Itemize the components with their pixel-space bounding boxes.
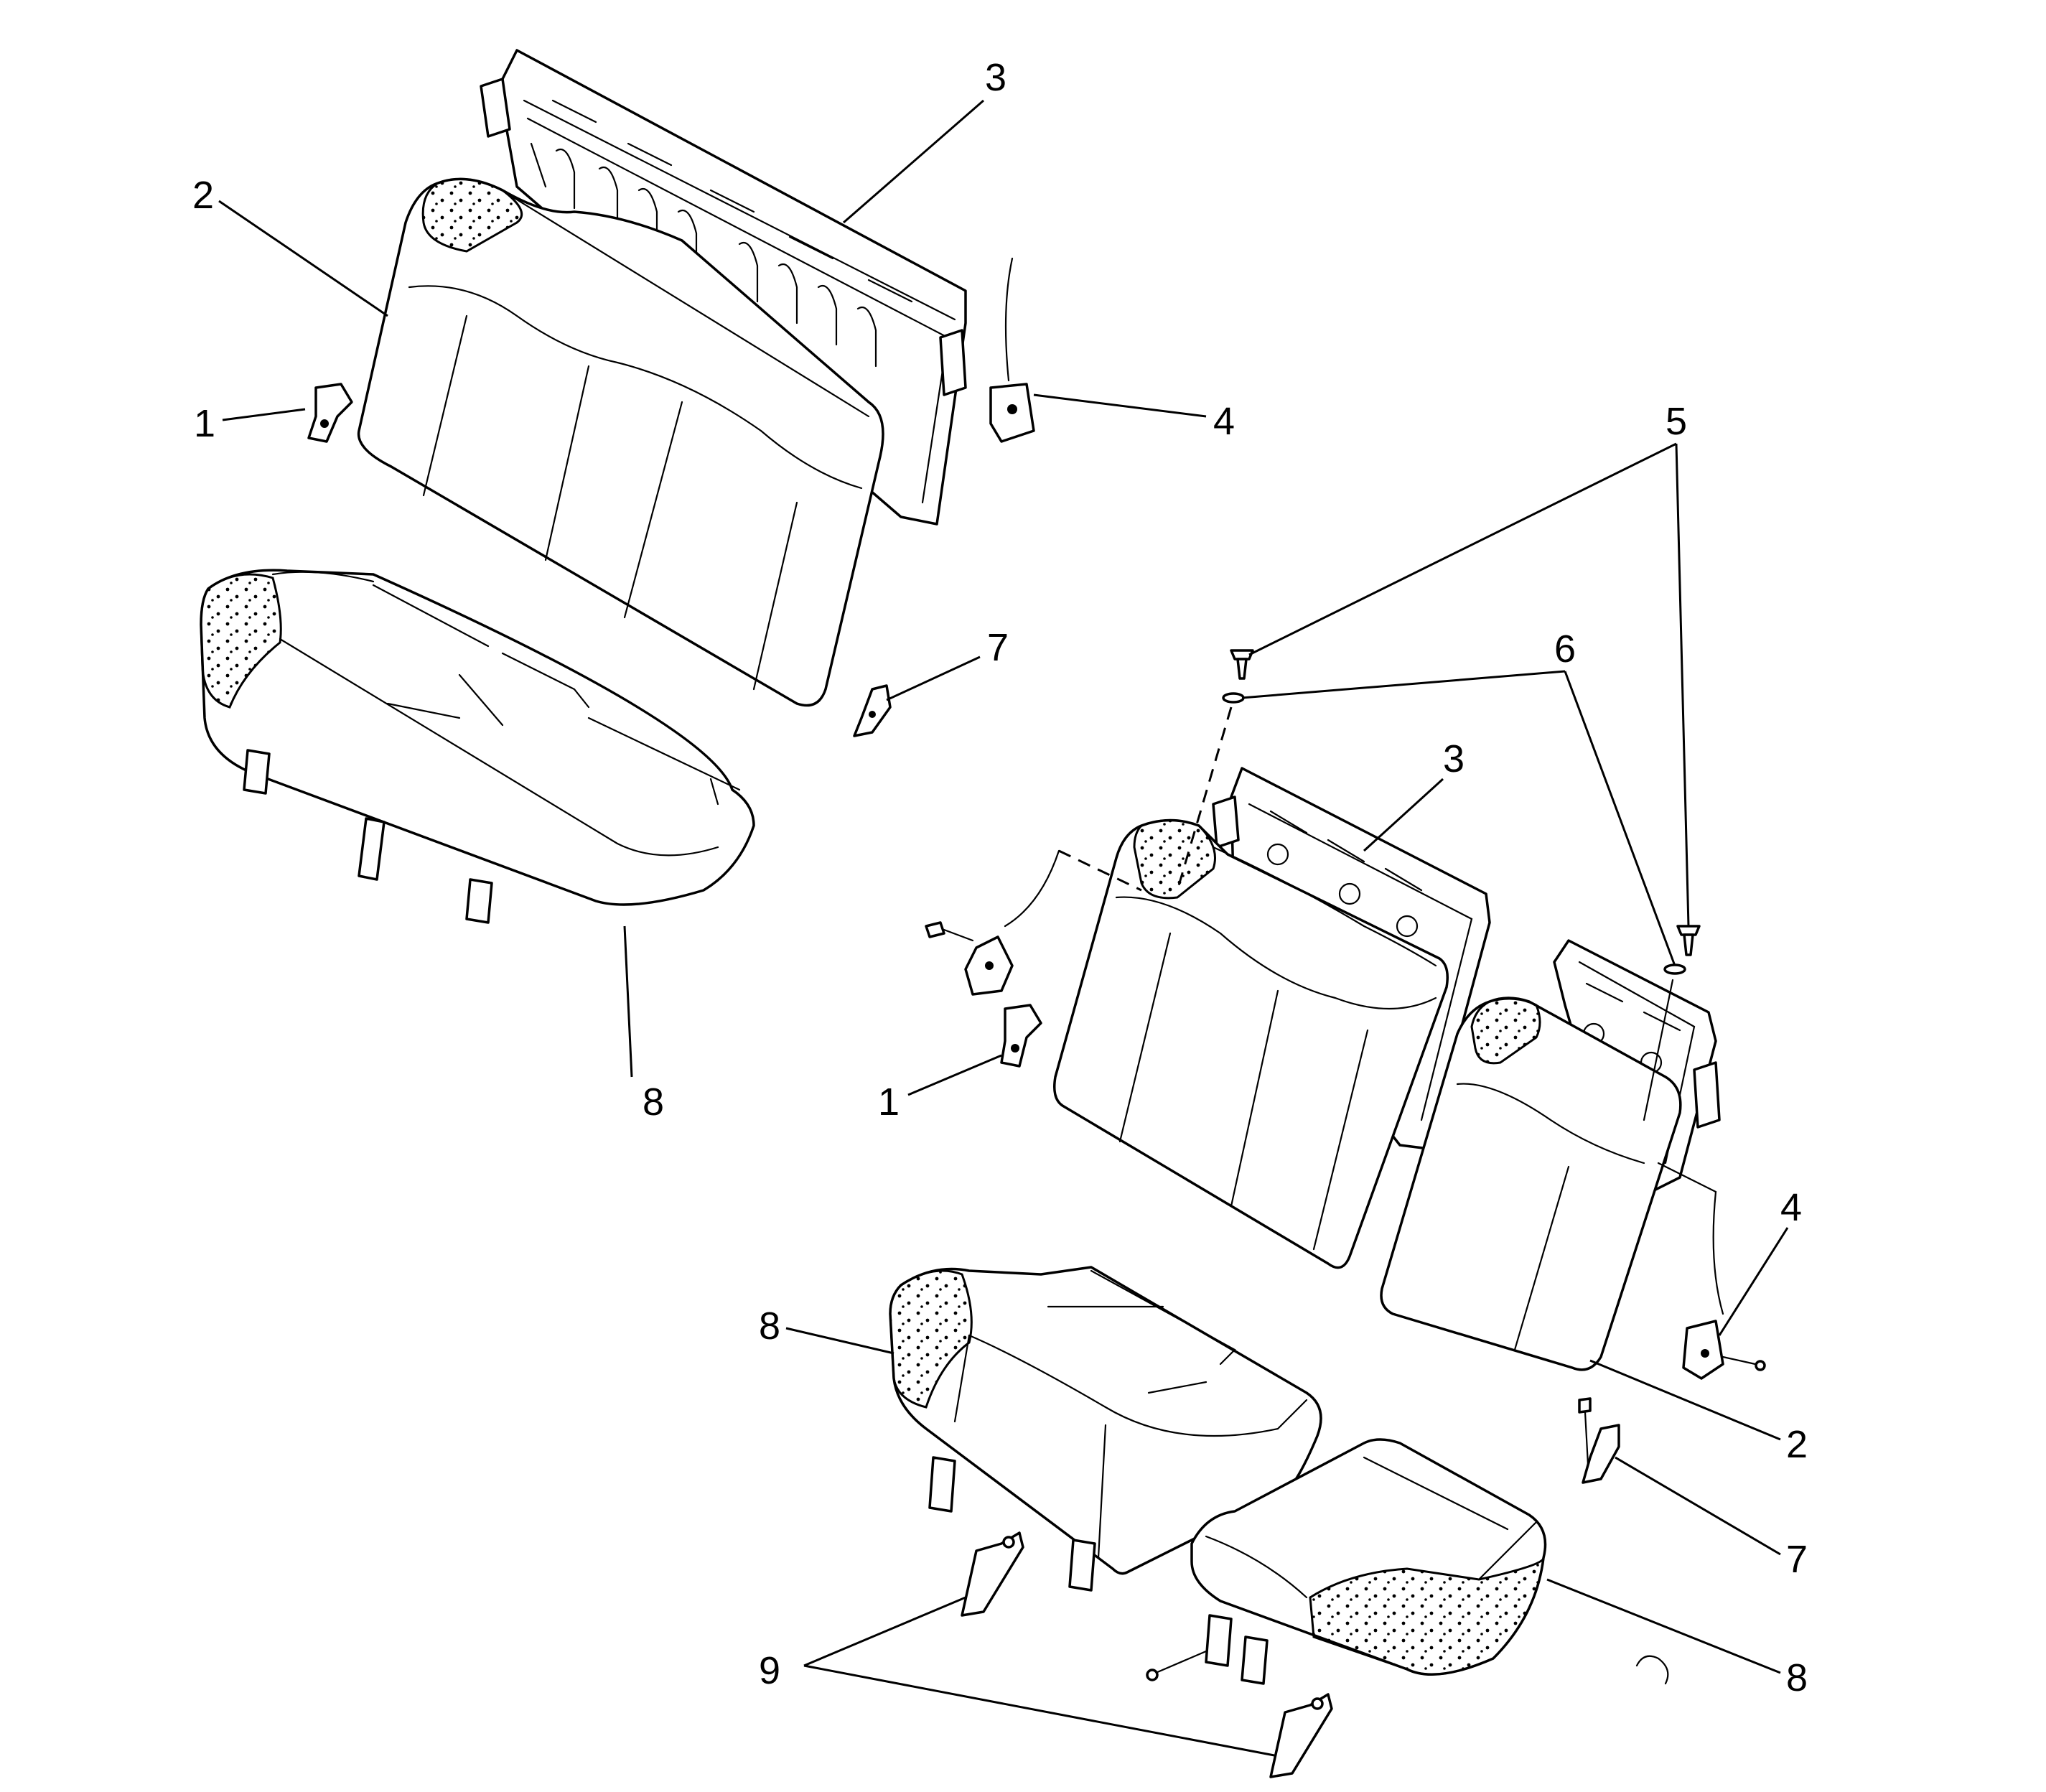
callout-5: 5 xyxy=(1666,400,1687,443)
callout-8-left: 8 xyxy=(643,1081,664,1124)
washer-upper xyxy=(1222,692,1245,704)
callouts: 1 2 3 4 5 6 7 8 3 1 4 8 2 7 8 9 xyxy=(192,56,1808,1699)
callout-8-right-large: 8 xyxy=(759,1305,780,1348)
seat-cushion-right-small xyxy=(1146,1438,1547,1685)
pin-upper xyxy=(1230,649,1254,680)
callout-7-left: 7 xyxy=(987,626,1009,669)
callout-4-left: 4 xyxy=(1213,400,1235,443)
seat-lever-lower xyxy=(1269,1693,1333,1778)
latch-bracket-right xyxy=(1000,1004,1042,1068)
callout-3-left: 3 xyxy=(985,56,1006,99)
callout-7-right: 7 xyxy=(1786,1538,1808,1581)
leader-lines xyxy=(218,99,1789,1757)
latch-cable-left xyxy=(989,257,1035,443)
seat-cushion-left xyxy=(200,569,755,924)
small-hook xyxy=(1635,1655,1669,1685)
seatback-cushion-left xyxy=(357,177,884,707)
latch-cable-right-left xyxy=(925,849,1142,996)
callout-9: 9 xyxy=(759,1649,780,1692)
callout-2-left: 2 xyxy=(192,174,214,217)
pin-path-upper xyxy=(1176,706,1233,891)
callout-8-right-small: 8 xyxy=(1786,1656,1808,1699)
seat-lever-upper xyxy=(961,1531,1024,1617)
bracket-7-right xyxy=(1578,1397,1620,1484)
callout-3-right: 3 xyxy=(1443,737,1465,780)
pin-lower xyxy=(1676,925,1701,956)
callout-4-right: 4 xyxy=(1780,1186,1802,1229)
washer-lower xyxy=(1663,963,1686,975)
seatback-cushion-right-large xyxy=(1053,818,1449,1269)
bracket-7-left xyxy=(853,684,892,737)
callout-1-right: 1 xyxy=(878,1081,900,1124)
seatback-cushion-right-small xyxy=(1380,997,1682,1371)
latch-cable-right-right xyxy=(1657,1162,1766,1380)
callout-6: 6 xyxy=(1554,627,1576,671)
rod-lower xyxy=(1643,979,1674,1121)
callout-1-left: 1 xyxy=(194,402,215,445)
latch-bracket-left xyxy=(307,383,353,443)
callout-2-right: 2 xyxy=(1786,1423,1808,1466)
seat-cushion-right-large xyxy=(889,1266,1322,1592)
